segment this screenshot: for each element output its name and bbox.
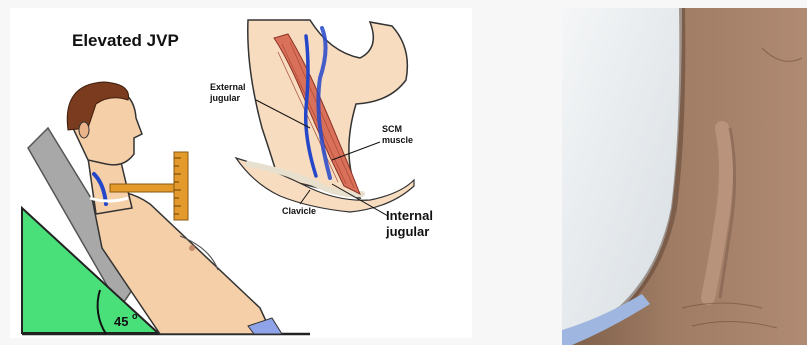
label-scm-2: muscle — [382, 135, 413, 145]
label-internal-1: Internal — [386, 208, 433, 223]
ruler-vertical — [174, 152, 188, 220]
nipple — [189, 245, 195, 251]
label-internal-2: jugular — [385, 224, 429, 239]
label-scm-1: SCM — [382, 124, 402, 134]
label-clavicle: Clavicle — [282, 206, 316, 216]
diagram-title: Elevated JVP — [72, 31, 179, 50]
label-external-1: External — [210, 82, 246, 92]
label-external-2: jugular — [209, 93, 240, 103]
ruler-horizontal — [110, 184, 182, 192]
neck-photo — [562, 8, 807, 345]
angle-label: 45 — [114, 314, 128, 329]
jvp-diagram: Elevated JVP 45 o — [10, 8, 472, 338]
patient-ear — [79, 122, 89, 138]
angle-unit: o — [132, 311, 138, 321]
